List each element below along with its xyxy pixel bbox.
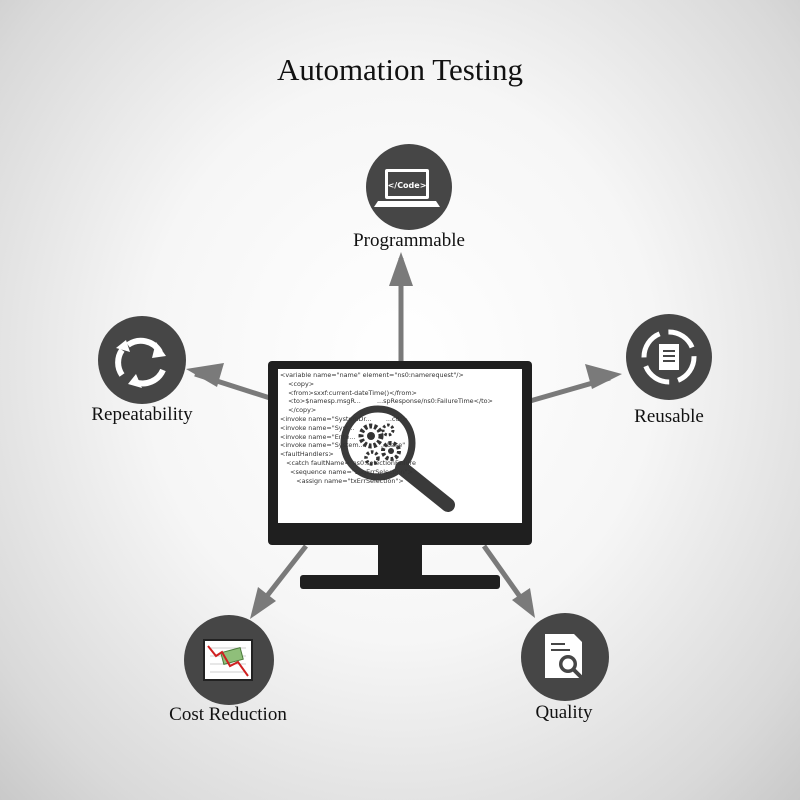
code-line: <copy> [280,379,315,388]
node-cost-reduction [184,615,274,705]
arrowhead-quality [512,588,535,618]
code-icon-text: </Code> [388,181,427,190]
document-magnifier-icon [545,634,585,681]
code-line: <sequence name="seqErrSelection"> [280,467,413,476]
code-line: <to>$namesp.msgR... ...spResponse/ns0:Fa… [280,397,493,406]
arrows [186,252,622,619]
code-line: <invoke name="Syst... [280,423,355,432]
code-line: <invoke name="SystemDr... ...cd"> [280,414,408,423]
code-line: <invoke name="System... ...base" [280,441,406,450]
label-reusable: Reusable [634,406,704,427]
page-title: Automation Testing [276,52,524,87]
code-line: <from>sxxf:current-dateTime()</from> [280,388,417,397]
code-line: <variable name="name" element="ns0:namer… [280,371,464,379]
falling-money-chart-icon [203,639,253,681]
label-repeatability: Repeatability [91,404,193,425]
cycle-arrows-icon [115,337,166,388]
label-cost-reduction: Cost Reduction [169,704,287,725]
magnifier-gears-icon [340,405,455,512]
code-laptop-icon: </Code> [374,169,440,207]
arrowhead-programmable [389,252,413,286]
node-reusable [626,314,712,400]
node-quality [521,613,609,701]
label-quality: Quality [535,702,593,723]
node-repeatability [98,316,186,404]
code-snippet: <variable name="name" element="ns0:namer… [280,371,520,521]
label-programmable: Programmable [353,230,465,251]
center-monitor-icon [268,361,532,589]
arrowhead-repeatability [186,363,224,387]
code-line: <invoke name="Ente... [280,432,356,441]
code-line: </copy> [280,406,317,415]
recycle-document-icon [641,329,697,385]
code-line: <catch faultName="ns0:selectionFailure [280,458,416,467]
node-programmable: </Code> [366,144,452,230]
code-line: <faultHandlers> [280,450,334,459]
arrowhead-cost-reduction [250,587,276,619]
code-line: <assign name="txErrSelection"> [280,476,404,485]
arrowhead-reusable [585,364,622,389]
